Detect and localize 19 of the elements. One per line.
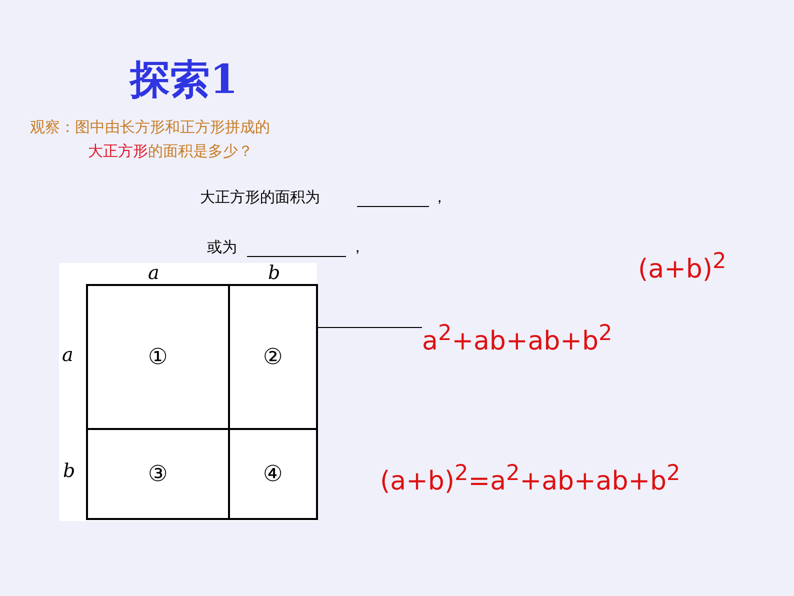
comma: ， bbox=[432, 188, 447, 207]
square-region: ① bbox=[86, 284, 230, 430]
prompt-text: 大正方形的面积为 bbox=[200, 188, 320, 207]
title: 探索1 bbox=[130, 55, 238, 105]
side-label: b bbox=[268, 262, 280, 284]
formula: a$^{2}$+ab+ab+b$^{2}$ bbox=[422, 321, 612, 357]
question-text: 的面积是多少？ bbox=[148, 142, 253, 161]
side-label: a bbox=[148, 262, 160, 284]
question-text: 大正方形 bbox=[88, 142, 148, 161]
side-label: b bbox=[63, 460, 76, 482]
square-region: ④ bbox=[228, 428, 318, 520]
comma: ， bbox=[350, 238, 365, 257]
square-region: ③ bbox=[86, 428, 230, 520]
question-text: 观察：图中由长方形和正方形拼成的 bbox=[30, 118, 270, 137]
prompt-text: 或为 bbox=[207, 238, 237, 257]
formula: (a+b)$^{2}$ bbox=[638, 249, 726, 285]
formula: (a+b)$^{2}$=a$^{2}$+ab+ab+b$^{2}$ bbox=[380, 461, 680, 497]
square-region: ② bbox=[228, 284, 318, 430]
side-label: a bbox=[62, 344, 74, 366]
